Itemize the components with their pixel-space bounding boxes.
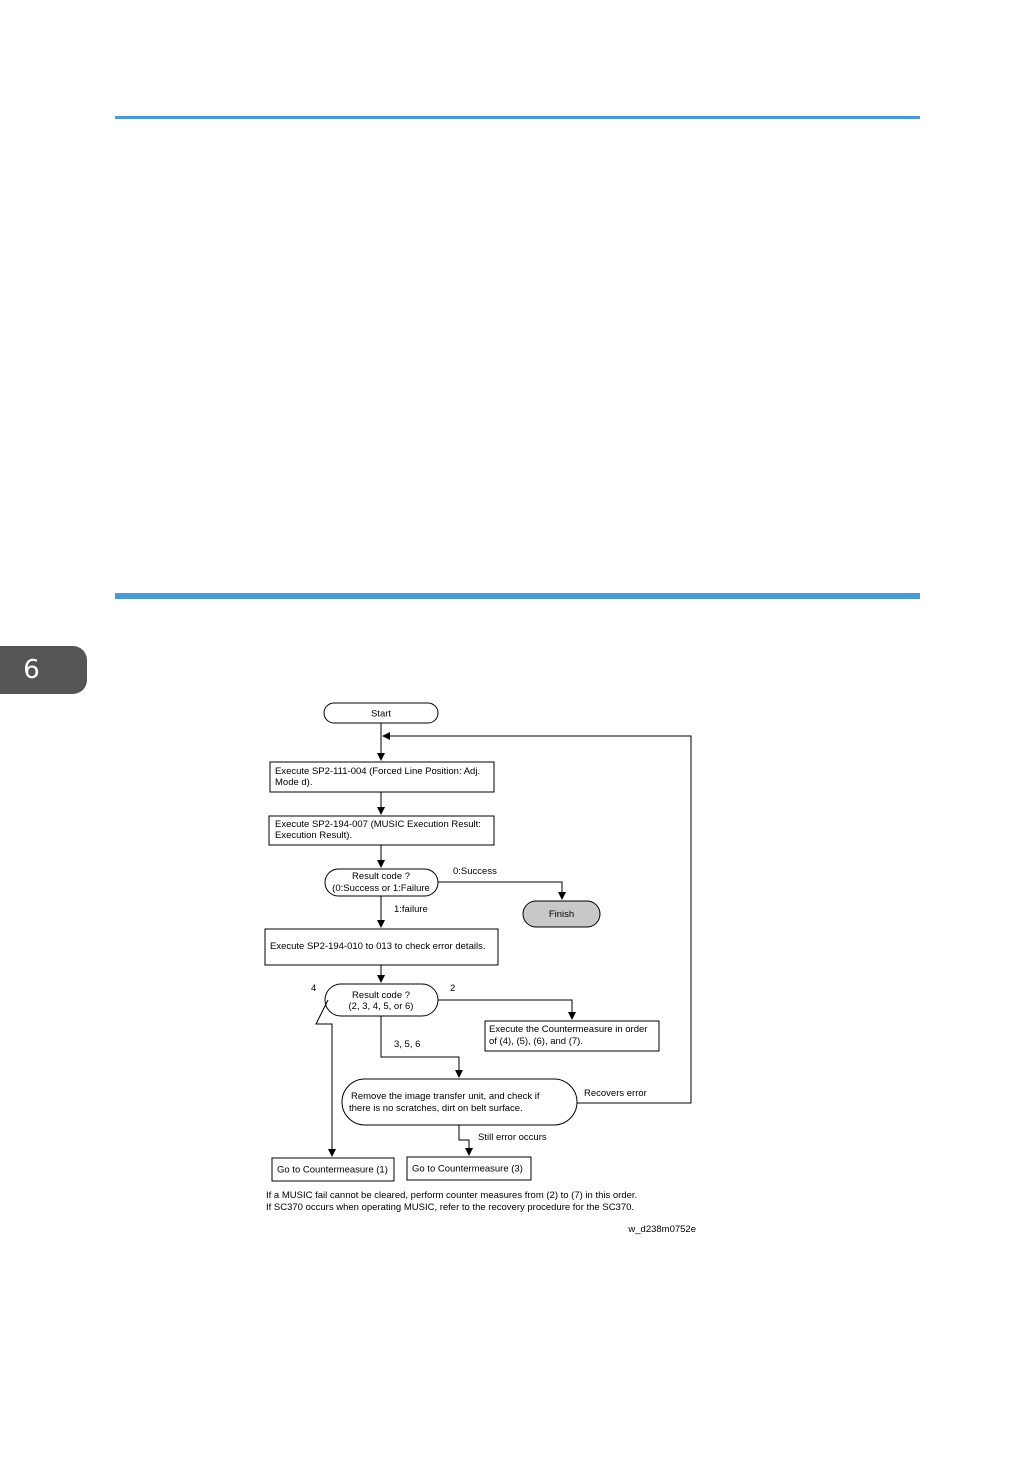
start-label: Start	[371, 709, 391, 720]
step-sp2-194-007-box	[268, 815, 495, 846]
step-remove-itu-box	[341, 1078, 578, 1126]
chapter-number: 6	[23, 655, 40, 685]
decision-2-line1: Result code ?	[352, 990, 410, 1001]
step-check-errors-box	[264, 928, 499, 966]
label-failure: 1:failure	[394, 904, 428, 915]
label-still-error: Still error occurs	[478, 1132, 547, 1143]
step-sp2-194-007-line1: Execute SP2-194-007 (MUSIC Execution Res…	[275, 819, 481, 830]
arrow-branch-356	[380, 1016, 463, 1078]
arrow-recovers-loop	[382, 732, 692, 1104]
goto-cm3-label: Go to Countermeasure (3)	[412, 1164, 523, 1175]
goto-cm1-box	[271, 1157, 395, 1182]
note-1: If a MUSIC fail cannot be cleared, perfo…	[266, 1190, 637, 1201]
step-countermeasure-order-box	[484, 1020, 660, 1052]
label-recovers: Recovers error	[584, 1088, 647, 1099]
label-356: 3, 5, 6	[394, 1039, 420, 1050]
figure-id: w_d238m0752e	[627, 1224, 696, 1235]
step-sp2-111-box	[269, 761, 495, 793]
goto-cm1-label: Go to Countermeasure (1)	[277, 1165, 388, 1176]
decision-2-line2: (2, 3, 4, 5, or 6)	[349, 1001, 414, 1012]
arrow-still-error	[458, 1125, 473, 1156]
step-remove-itu-line2: there is no scratches, dirt on belt surf…	[349, 1103, 523, 1114]
step-check-errors-label: Execute SP2-194-010 to 013 to check erro…	[270, 941, 485, 952]
arrow-branch-4	[315, 999, 336, 1157]
step-sp2-111-line2: Mode d).	[275, 777, 313, 788]
decision-1-line1: Result code ?	[352, 871, 410, 882]
label-success: 0:Success	[453, 866, 497, 877]
finish-label: Finish	[549, 909, 574, 920]
chapter-tab: 6	[0, 646, 87, 694]
top-rule	[115, 116, 920, 119]
section-rule	[115, 593, 920, 599]
arrow-success-finish	[438, 881, 566, 900]
step-remove-itu-line1: Remove the image transfer unit, and chec…	[351, 1091, 540, 1102]
arrow-branch-2	[438, 999, 576, 1020]
step-countermeasure-order-line1: Execute the Countermeasure in order	[489, 1024, 647, 1035]
note-2: If SC370 occurs when operating MUSIC, re…	[266, 1202, 634, 1213]
decision-1-line2: (0:Success or 1:Failure	[332, 883, 430, 894]
label-2: 2	[450, 983, 455, 994]
step-countermeasure-order-line2: of (4), (5), (6), and (7).	[489, 1036, 583, 1047]
label-4: 4	[311, 983, 316, 994]
step-sp2-194-007-line2: Execution Result).	[275, 830, 352, 841]
goto-cm3-box	[406, 1156, 532, 1181]
finish-terminator	[522, 900, 601, 928]
step-sp2-111-line1: Execute SP2-111-004 (Forced Line Positio…	[275, 766, 480, 777]
